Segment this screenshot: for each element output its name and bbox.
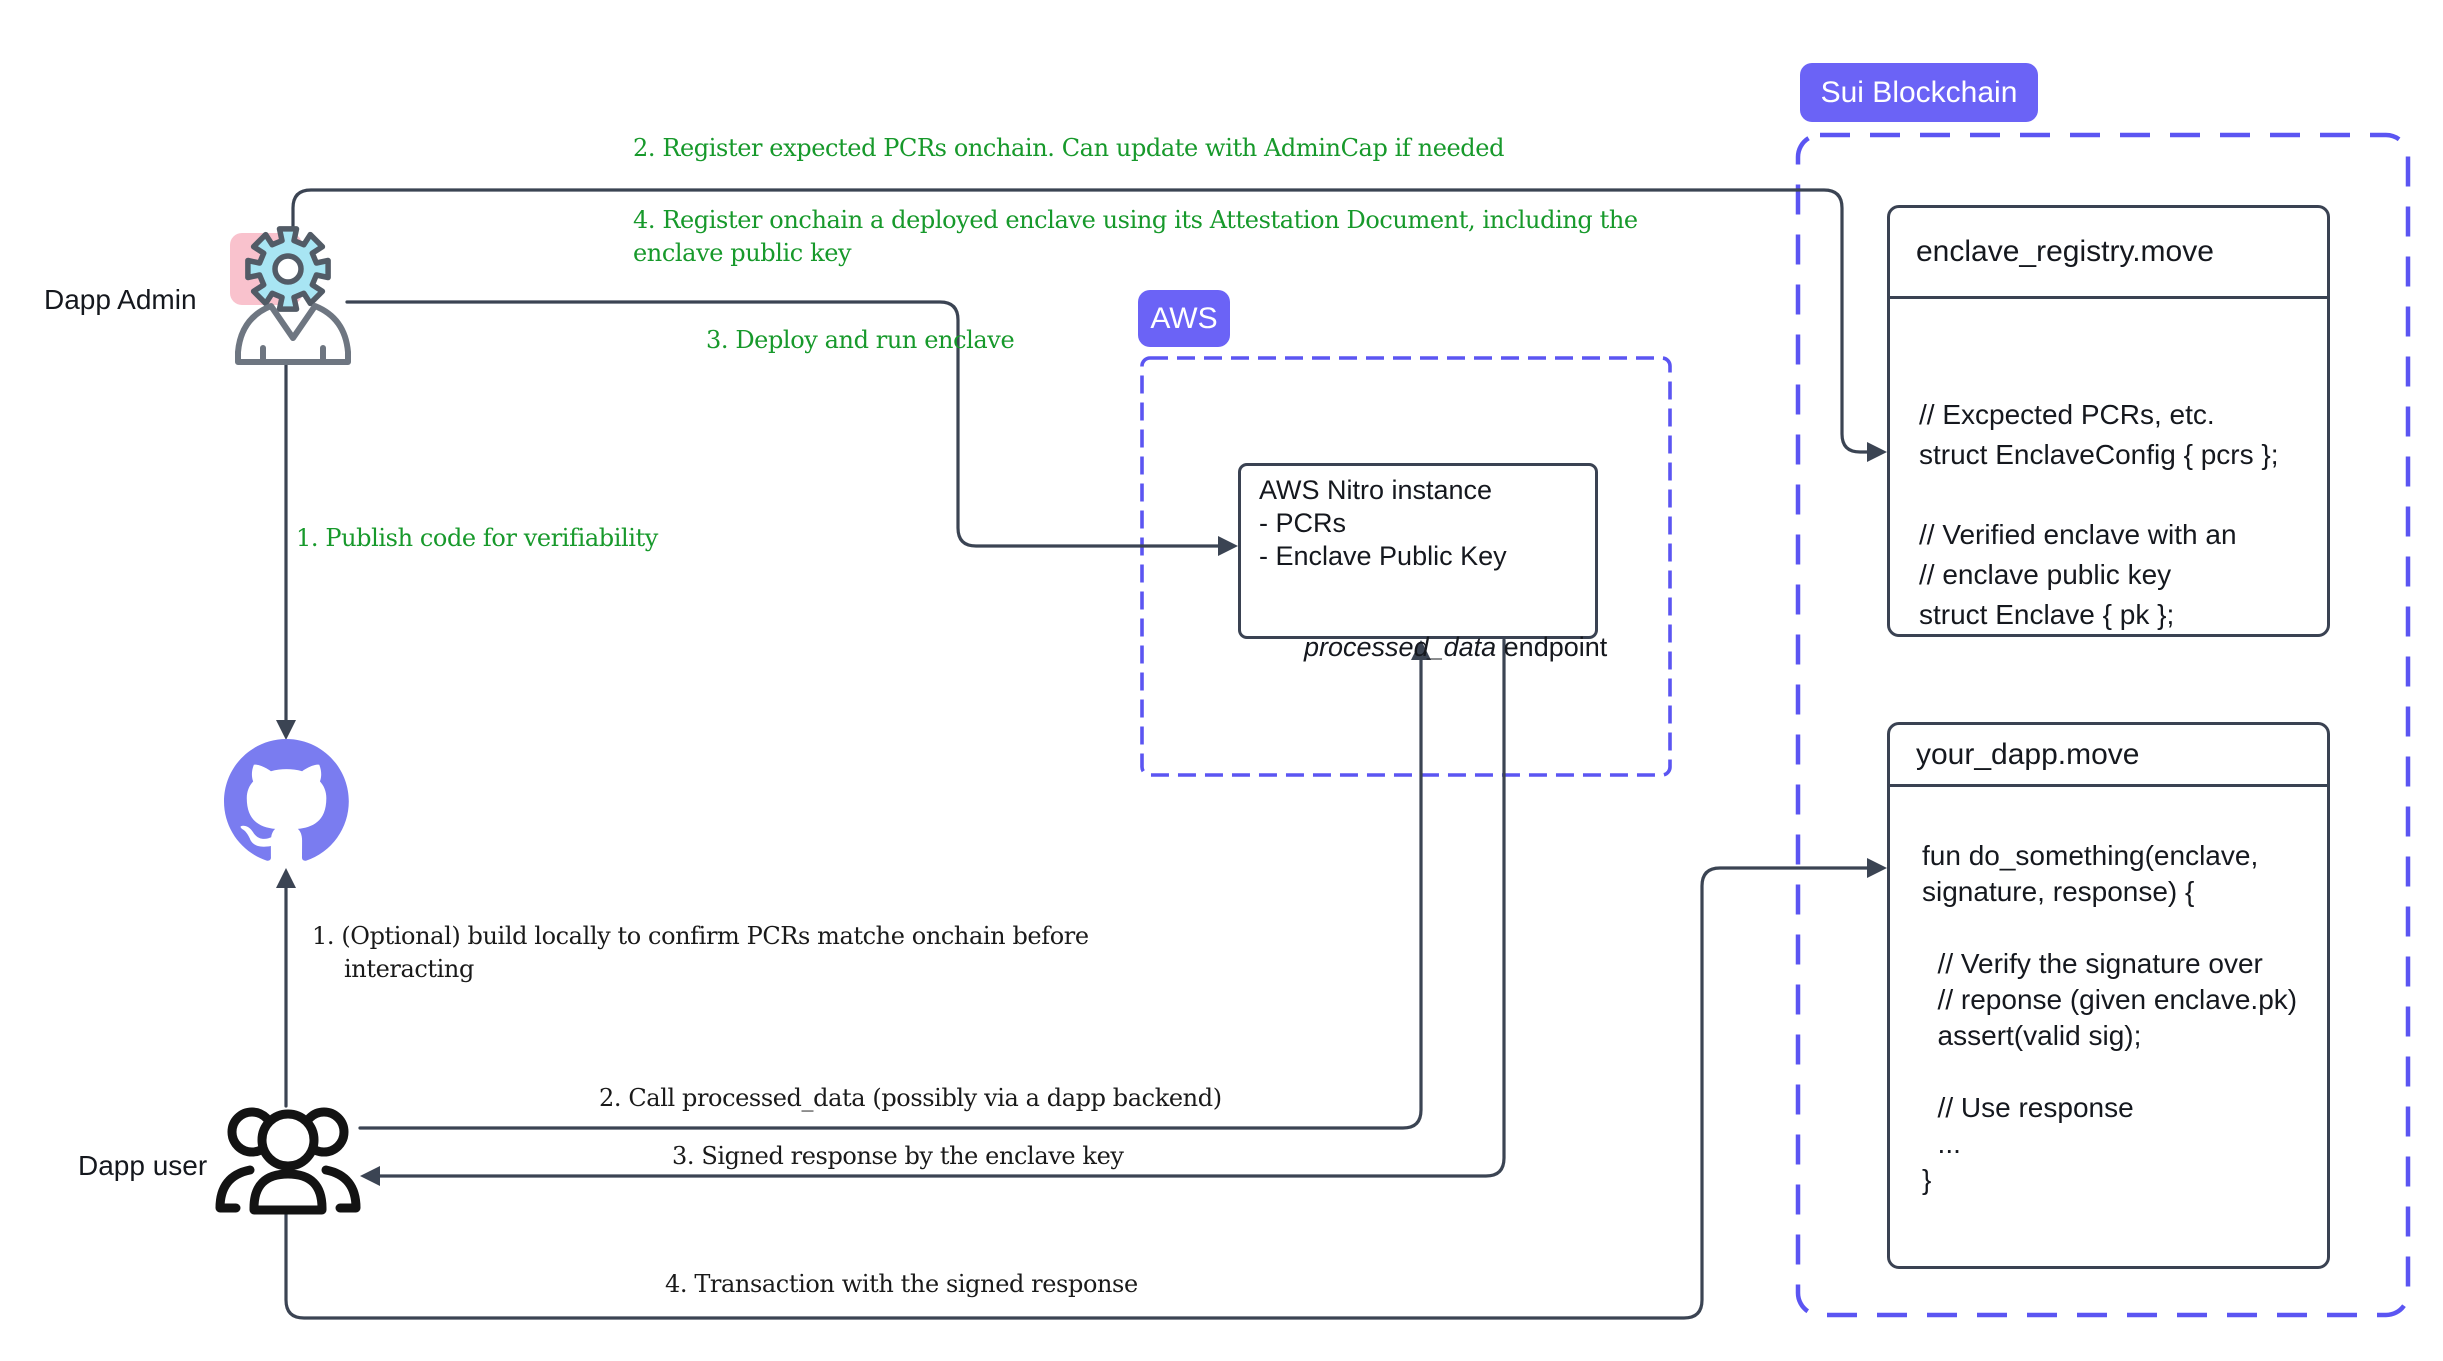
nitro-title: AWS Nitro instance bbox=[1259, 475, 1493, 505]
annotation-publish-code: 1. Publish code for verifiability bbox=[296, 524, 658, 552]
dapp-code-line bbox=[1922, 1054, 2327, 1090]
annotation-signed-response: 3. Signed response by the enclave key bbox=[672, 1142, 1124, 1170]
enclave-registry-code: // Excpected PCRs, etc. struct EnclaveCon… bbox=[1890, 299, 2327, 635]
annotation-register-enclave-line2: enclave public key bbox=[633, 239, 852, 267]
build-locally-arrowhead bbox=[276, 868, 296, 888]
your-dapp-code: fun do_something(enclave, signature, resp… bbox=[1890, 787, 2327, 1198]
registry-code-line: // Verified enclave with an bbox=[1919, 519, 2237, 550]
sui-dashed-boundary bbox=[1795, 132, 2411, 1318]
call-processed-data-line bbox=[358, 656, 1423, 1130]
registry-code-line bbox=[1919, 475, 2327, 515]
annotation-register-pcrs: 2. Register expected PCRs onchain. Can u… bbox=[633, 134, 1505, 162]
dapp-code-line: // reponse (given enclave.pk) bbox=[1922, 984, 2298, 1015]
annotation-transaction: 4. Transaction with the signed response bbox=[665, 1270, 1138, 1298]
aws-badge-label: AWS bbox=[1150, 301, 1218, 335]
annotation-build-locally: 1. (Optional) build locally to confirm P… bbox=[312, 920, 1089, 986]
dapp-code-line: assert(valid sig); bbox=[1922, 1020, 2142, 1051]
nitro-item: - PCRs bbox=[1259, 508, 1346, 538]
github-icon bbox=[224, 739, 349, 861]
annotation-build-locally-line1: 1. (Optional) build locally to confirm P… bbox=[312, 922, 1089, 950]
signed-response-arrowhead bbox=[360, 1166, 380, 1186]
your-dapp-title: your_dapp.move bbox=[1890, 725, 2327, 787]
aws-nitro-box: AWS Nitro instance - PCRs- Enclave Publi… bbox=[1238, 463, 1607, 662]
dapp-user-label: Dapp user bbox=[78, 1150, 208, 1181]
dapp-code-line: } bbox=[1922, 1164, 1932, 1195]
dapp-code-line: ... bbox=[1922, 1128, 1961, 1159]
registry-code-line: struct EnclaveConfig { pcrs }; bbox=[1919, 439, 2279, 470]
signed-response-line bbox=[376, 638, 1506, 1178]
person-icon bbox=[235, 303, 351, 365]
publish-code-arrowhead bbox=[276, 720, 296, 740]
dapp-admin-label: Dapp Admin bbox=[44, 284, 197, 315]
enclave-registry-title: enclave_registry.move bbox=[1890, 208, 2327, 299]
dapp-code-line bbox=[1922, 910, 2327, 946]
annotation-call-processed-data: 2. Call processed_data (possibly via a d… bbox=[599, 1084, 1222, 1112]
transaction-arrowhead bbox=[1867, 858, 1887, 878]
register-pcrs-arrowhead bbox=[1867, 442, 1887, 462]
annotation-build-locally-line2: interacting bbox=[344, 955, 474, 983]
nitro-item: - Enclave Public Key bbox=[1259, 541, 1507, 571]
nitro-endpoint-name: processed_data bbox=[1304, 632, 1497, 662]
enclave-registry-box: enclave_registry.move // Excpected PCRs,… bbox=[1887, 205, 2330, 637]
registry-code-line: // Excpected PCRs, etc. bbox=[1919, 399, 2215, 430]
registry-code-line: struct Enclave { pk }; bbox=[1919, 599, 2175, 630]
gear-hub bbox=[272, 253, 304, 285]
call-processed-data-arrowhead bbox=[1411, 640, 1431, 660]
sui-badge-label: Sui Blockchain bbox=[1820, 75, 2018, 109]
deploy-enclave-line bbox=[345, 300, 1221, 548]
aws-dashed-boundary bbox=[1140, 356, 1672, 777]
transaction-line bbox=[284, 866, 1870, 1320]
dapp-code-line: fun do_something(enclave, bbox=[1922, 840, 2259, 871]
nitro-endpoint-suffix: endpoint bbox=[1496, 632, 1608, 662]
register-pcrs-line bbox=[291, 188, 1870, 454]
annotation-register-enclave-line1: 4. Register onchain a deployed enclave u… bbox=[633, 206, 1638, 234]
dapp-code-line: signature, response) { bbox=[1922, 876, 2195, 907]
your-dapp-box: your_dapp.move fun do_something(enclave,… bbox=[1887, 722, 2330, 1269]
sui-blockchain-badge: Sui Blockchain bbox=[1800, 63, 2038, 122]
users-group-icon bbox=[215, 1107, 361, 1215]
dapp-code-line: // Verify the signature over bbox=[1922, 948, 2263, 979]
dapp-admin-figure bbox=[230, 226, 351, 365]
nitro-endpoint: processed_data endpoint bbox=[1259, 598, 1607, 697]
aws-badge: AWS bbox=[1138, 290, 1230, 347]
dapp-code-line: // Use response bbox=[1922, 1092, 2134, 1123]
deploy-enclave-arrowhead bbox=[1218, 536, 1238, 556]
nitro-items: - PCRs- Enclave Public Key bbox=[1259, 507, 1595, 573]
annotation-deploy-enclave: 3. Deploy and run enclave bbox=[706, 326, 1015, 354]
annotation-register-enclave: 4. Register onchain a deployed enclave u… bbox=[633, 204, 1638, 270]
registry-code-line: // enclave public key bbox=[1919, 559, 2172, 590]
